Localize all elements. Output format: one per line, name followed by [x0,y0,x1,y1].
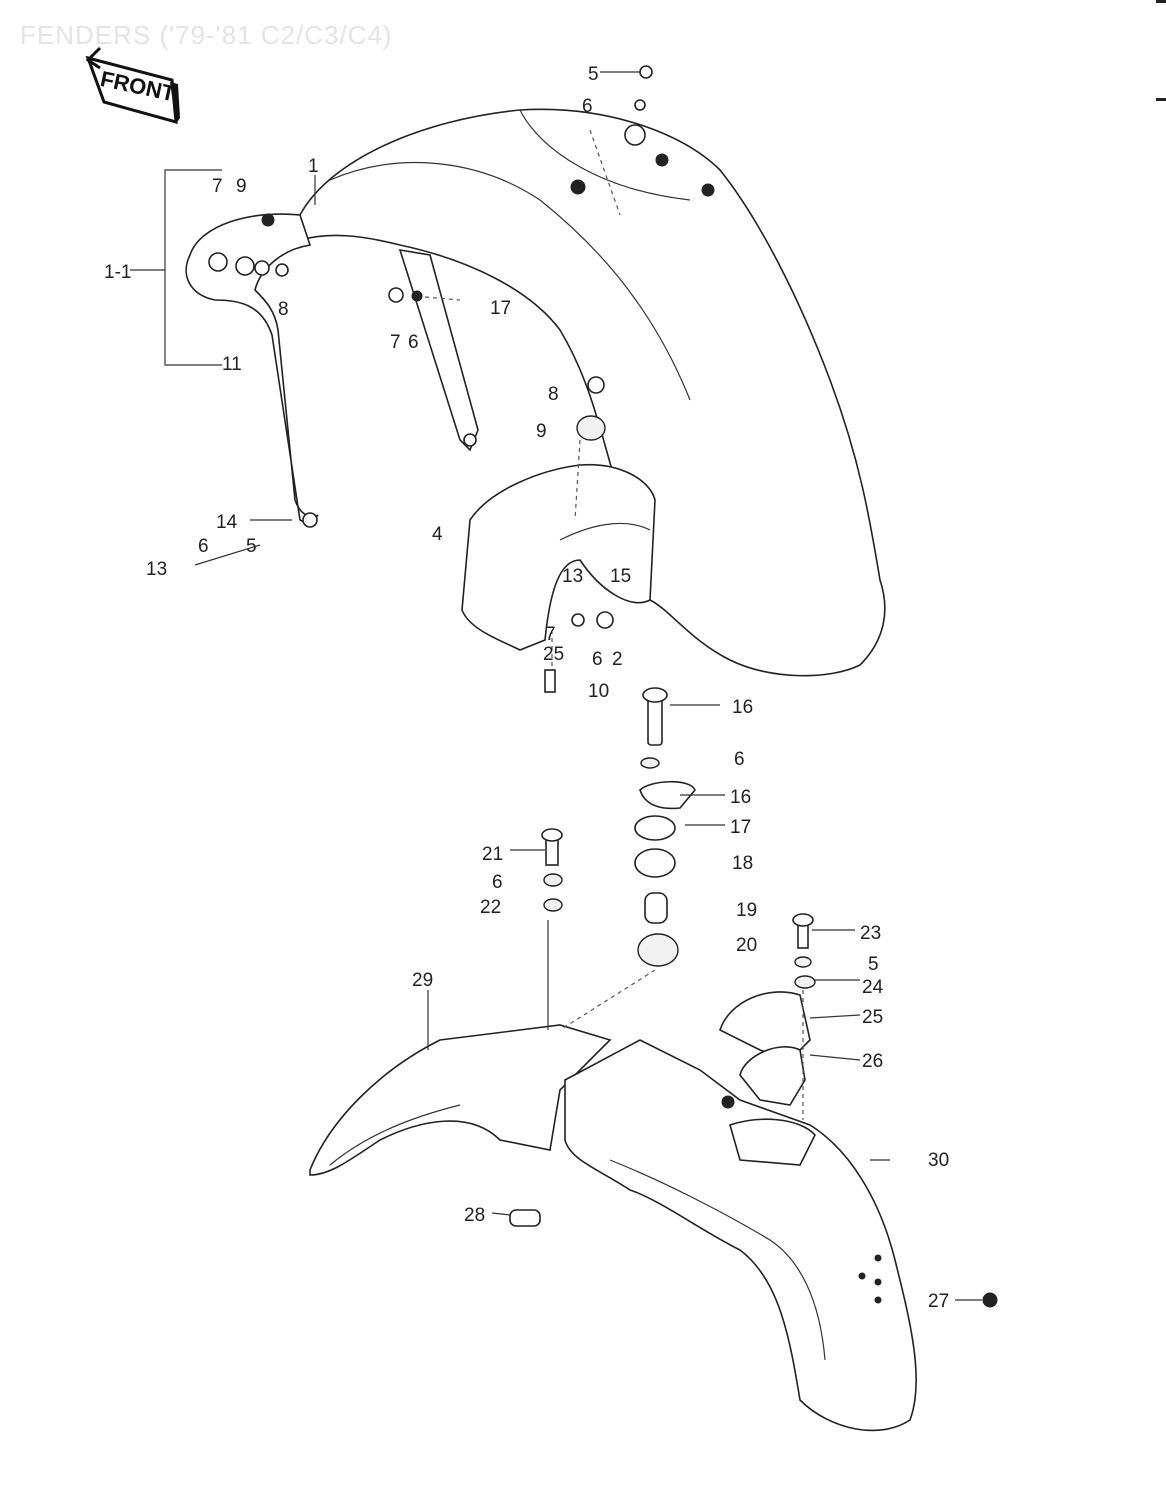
callout: 19 [736,900,757,921]
callout: 20 [736,935,757,956]
callout: 25 [543,644,564,665]
callout: 2 [612,649,623,670]
callout: 6 [582,96,593,117]
callout: 6 [492,872,503,893]
callout: 7 [545,624,556,645]
callout: 14 [216,512,238,533]
callout: 5 [588,64,599,85]
callout: 4 [432,524,443,545]
callout: 1-1 [104,262,131,283]
callout: 18 [732,853,753,874]
callout: 9 [236,176,247,197]
mount-stack [541,687,816,989]
callout: 6 [198,536,209,557]
callout: 1 [308,156,319,177]
callout: 28 [464,1205,485,1226]
callout: 23 [860,923,881,944]
callout: 27 [928,1291,949,1312]
callout: 30 [928,1150,949,1171]
callout: 21 [482,844,503,865]
rear-flap [461,463,656,651]
callout: 6 [592,649,603,670]
callout: 9 [536,421,547,442]
callout: 15 [610,566,631,587]
callout: 26 [862,1051,883,1072]
callout: 17 [490,298,511,319]
callout: 13 [146,559,167,580]
leader-lines-upper [130,129,621,670]
callout: 7 [212,176,223,197]
callout: 16 [730,787,751,808]
callout: 29 [412,970,433,991]
callout-labels: 1 1-1 7 9 8 11 17 7 6 5 6 8 9 4 14 6 5 1… [104,64,949,1312]
front-fender-assembly [309,991,998,1432]
callout: 8 [548,384,559,405]
callout: 10 [588,681,609,702]
upper-fasteners [208,65,715,693]
front-arrow-icon: FRONT [85,46,180,125]
callout: 11 [222,354,242,375]
callout: 5 [868,954,879,975]
callout: 7 [390,332,401,353]
diagram-title: FENDERS ('79-'81 C2/C3/C4) [20,20,393,50]
leader-lines-lower [427,704,982,1301]
callout: 24 [862,977,884,998]
callout: 6 [734,749,745,770]
callout: 25 [862,1007,883,1028]
callout: 22 [480,897,501,918]
callout: 13 [562,566,583,587]
callout: 6 [408,332,419,353]
callout: 8 [278,299,289,320]
callout: 17 [730,817,751,838]
edge-mark [1156,98,1166,101]
callout: 5 [246,536,257,557]
edge-mark [1156,0,1166,3]
callout: 16 [732,697,753,718]
